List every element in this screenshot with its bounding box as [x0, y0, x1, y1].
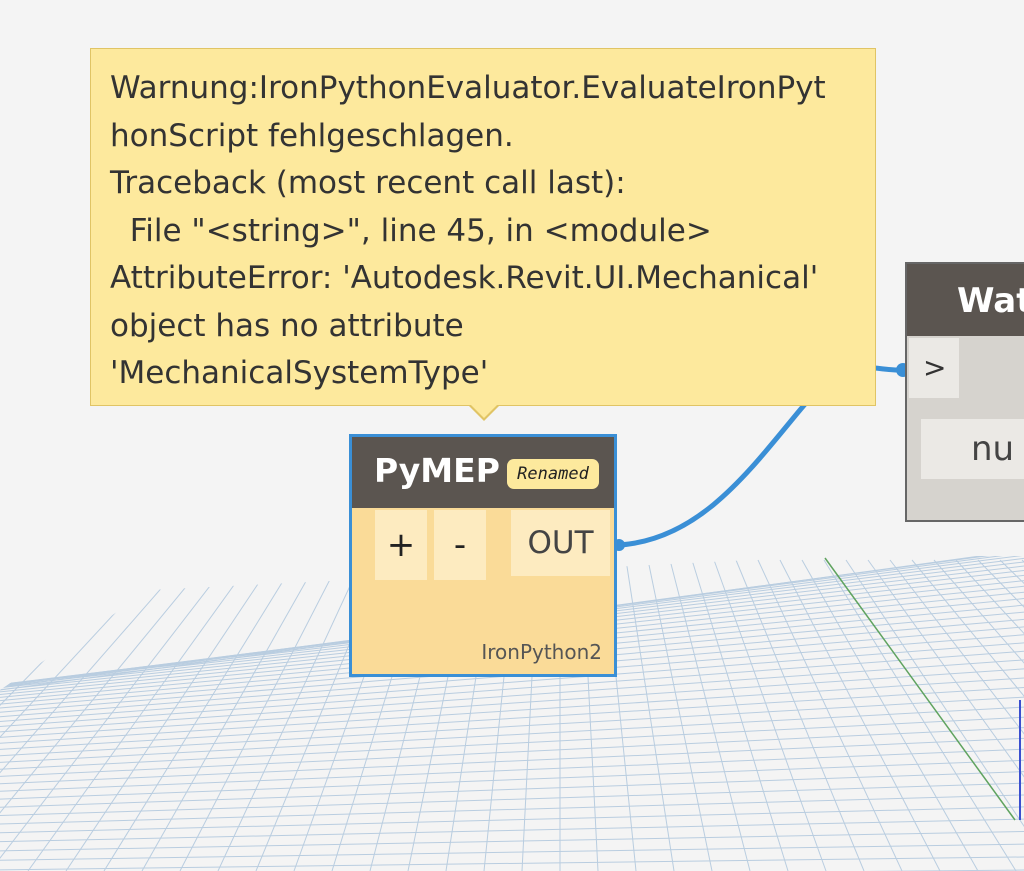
watch-node[interactable]: Wat > nu — [905, 262, 1024, 522]
y-axis-line — [824, 557, 1016, 821]
warning-line-2: honScript fehlgeschlagen. — [110, 117, 514, 154]
watch-node-header[interactable]: Wat — [907, 264, 1024, 336]
engine-label: IronPython2 — [481, 640, 602, 664]
warning-line-1: Warnung:IronPythonEvaluator.EvaluateIron… — [110, 70, 826, 106]
remove-input-button[interactable]: - — [434, 510, 486, 580]
add-input-button[interactable]: + — [375, 510, 427, 580]
python-script-node[interactable]: PyMEP Renamed + - OUT IronPython2 — [349, 434, 617, 677]
renamed-badge: Renamed — [507, 459, 599, 489]
node-header[interactable]: PyMEP Renamed — [352, 437, 614, 508]
output-port[interactable]: OUT — [511, 510, 610, 576]
warning-line-7: 'MechanicalSystemType' — [110, 355, 489, 391]
watch-node-title: Wat — [957, 281, 1024, 321]
warning-line-4: File "<string>", line 45, in <module> — [110, 212, 712, 249]
watch-value-display: nu — [921, 419, 1024, 479]
node-title: PyMEP — [374, 451, 500, 490]
watch-input-port[interactable]: > — [909, 338, 959, 398]
warning-line-6: object has no attribute — [110, 307, 464, 344]
warning-line-3: Traceback (most recent call last): — [110, 165, 626, 201]
tooltip-pointer-fill — [470, 404, 498, 418]
warning-tooltip: Warnung:IronPythonEvaluator.EvaluateIron… — [90, 48, 876, 406]
warning-line-5: AttributeError: 'Autodesk.Revit.UI.Mecha… — [110, 260, 819, 296]
